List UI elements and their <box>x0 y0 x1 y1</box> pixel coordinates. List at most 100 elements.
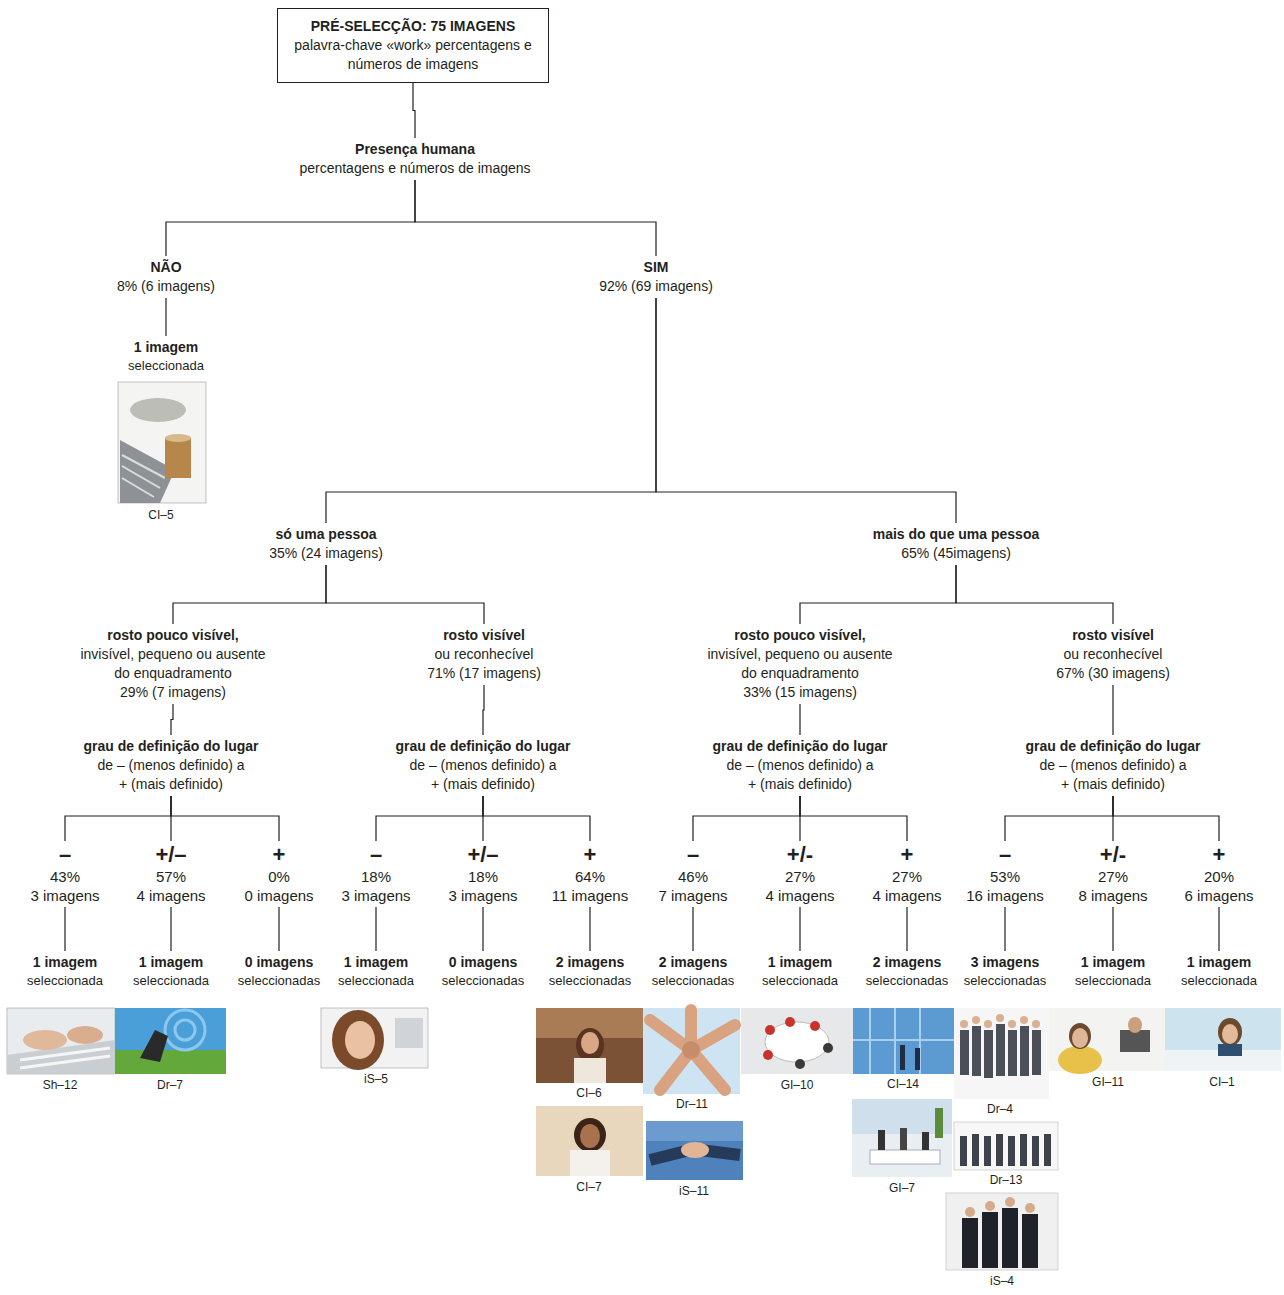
node-text: 0 imagens <box>431 953 535 972</box>
node-text: PRÉ-SELECÇÃO: 75 IMAGENS <box>288 17 538 36</box>
tree-node: 0 imagensseleccionadas <box>431 951 535 991</box>
node-text: 3 imagens <box>15 886 115 905</box>
photo <box>853 1008 954 1074</box>
node-text: +/– <box>433 843 533 867</box>
tree-node: NÃO8% (6 imagens) <box>84 256 248 298</box>
tree-node: grau de definição do lugarde – (menos de… <box>371 735 595 796</box>
image-code: CI–6 <box>559 1086 619 1100</box>
photo <box>1049 1008 1165 1074</box>
node-text: seleccionadas <box>855 972 959 989</box>
photo <box>852 1099 952 1177</box>
node-text: 1 imagem <box>1167 953 1271 972</box>
node-text: 18% <box>326 867 426 886</box>
node-text: 43% <box>15 867 115 886</box>
node-text: ou reconhecível <box>1011 645 1215 664</box>
node-text: 53% <box>955 867 1055 886</box>
node-text: 35% (24 imagens) <box>224 544 428 563</box>
node-text: 27% <box>857 867 957 886</box>
node-text: seleccionada <box>748 972 852 989</box>
photo <box>115 1008 226 1074</box>
node-text: rosto pouco visível, <box>683 626 917 645</box>
branch-line <box>656 298 956 523</box>
tree-node: rosto pouco visível,invisível, pequeno o… <box>56 624 290 704</box>
image-code: Dr–13 <box>976 1173 1036 1187</box>
node-text: 1 imagem <box>324 953 428 972</box>
branch-line <box>1113 796 1219 841</box>
node-text: 71% (17 imagens) <box>382 664 586 683</box>
branch-line <box>173 565 326 624</box>
tree-node: 0 imagensseleccionadas <box>227 951 331 991</box>
node-text: NÃO <box>84 258 248 277</box>
image-code: iS–4 <box>972 1274 1032 1288</box>
tree-node: +/–57%4 imagens <box>121 841 221 907</box>
node-text: seleccionadas <box>641 972 745 989</box>
node-text: 0% <box>229 867 329 886</box>
node-text: SIM <box>574 258 738 277</box>
tree-node: 1 imagemseleccionada <box>748 951 852 991</box>
tree-node: –43%3 imagens <box>15 841 115 907</box>
photo <box>643 1008 740 1094</box>
node-text: +/- <box>1063 843 1163 867</box>
node-text: de – (menos definido) a + (mais definido… <box>96 756 246 794</box>
node-text: 16 imagens <box>955 886 1055 905</box>
tree-node: rosto visívelou reconhecível67% (30 imag… <box>1011 624 1215 685</box>
branch-line <box>956 565 1113 624</box>
tree-node: 1 imagemseleccionada <box>1061 951 1165 991</box>
node-text: 3 imagens <box>953 953 1057 972</box>
node-text: de – (menos definido) a + (mais definido… <box>725 756 875 794</box>
node-text: + <box>857 843 957 867</box>
node-text: 65% (45imagens) <box>844 544 1068 563</box>
node-text: – <box>15 843 115 867</box>
branch-line <box>482 907 483 951</box>
tree-node: +64%11 imagens <box>540 841 640 907</box>
node-text: seleccionada <box>104 357 228 374</box>
branch-line <box>376 796 483 841</box>
node-text: ou reconhecível <box>382 645 586 664</box>
branch-line <box>799 704 800 735</box>
node-text: seleccionadas <box>227 972 331 989</box>
branch-line <box>799 907 800 951</box>
image-code: GI–11 <box>1078 1075 1138 1089</box>
tree-node: só uma pessoa35% (24 imagens) <box>224 523 428 565</box>
node-text: 92% (69 imagens) <box>574 277 738 296</box>
node-text: grau de definição do lugar <box>688 737 912 756</box>
branch-line <box>375 907 376 951</box>
node-text: seleccionadas <box>953 972 1057 989</box>
branch-line <box>65 796 171 841</box>
node-text: + <box>1169 843 1269 867</box>
photo <box>1165 1008 1281 1071</box>
node-text: 64% <box>540 867 640 886</box>
node-text: grau de definição do lugar <box>1001 737 1225 756</box>
tree-node: 1 imagemseleccionada <box>1167 951 1271 991</box>
tree-node: +20%6 imagens <box>1169 841 1269 907</box>
image-code: CI–1 <box>1192 1075 1252 1089</box>
node-text: 1 imagem <box>748 953 852 972</box>
node-text: grau de definição do lugar <box>59 737 283 756</box>
branch-line <box>415 180 656 256</box>
photo <box>536 1008 643 1083</box>
node-text: seleccionadas <box>538 972 642 989</box>
photo <box>954 1122 1058 1170</box>
photo <box>321 1008 428 1070</box>
node-text: 7 imagens <box>643 886 743 905</box>
node-text: 3 imagens <box>326 886 426 905</box>
node-text: + <box>229 843 329 867</box>
branch-line <box>1004 907 1005 951</box>
tree-node: 2 imagensseleccionadas <box>538 951 642 991</box>
node-text: 6 imagens <box>1169 886 1269 905</box>
branch-line <box>906 907 907 951</box>
photo <box>646 1121 743 1180</box>
branch-line <box>171 796 279 841</box>
node-text: 4 imagens <box>857 886 957 905</box>
node-text: 29% (7 imagens) <box>56 683 290 702</box>
photo <box>536 1106 643 1176</box>
branch-line <box>170 907 171 951</box>
node-text: 18% <box>433 867 533 886</box>
image-code: iS–11 <box>664 1184 724 1198</box>
branch-line <box>64 907 65 951</box>
tree-node: SIM92% (69 imagens) <box>574 256 738 298</box>
tree-node: 1 imagemseleccionada <box>104 336 228 376</box>
image-code: CI–7 <box>559 1180 619 1194</box>
tree-node: Presença humanapercentagens e números de… <box>273 138 557 180</box>
